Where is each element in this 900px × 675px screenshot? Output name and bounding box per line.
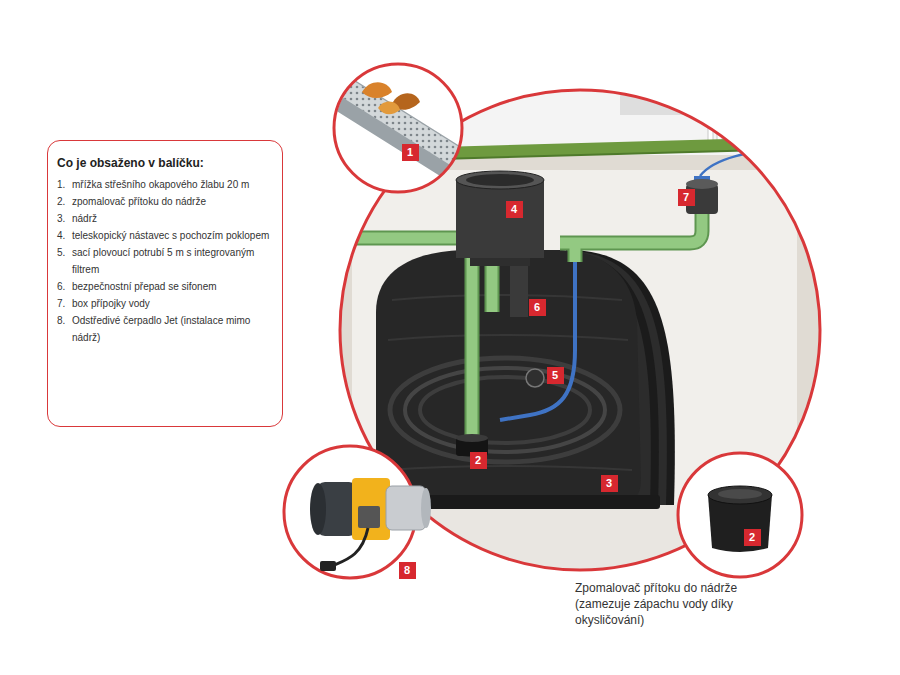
callout-number: 2: [470, 452, 487, 469]
callout-text: 8: [404, 562, 410, 579]
inflow-pipe: [320, 238, 472, 440]
callout-number: 5: [547, 367, 564, 384]
suction-hose: [500, 262, 575, 420]
fence-rail: [700, 118, 840, 122]
pump-cable: [332, 528, 368, 566]
list-item: 1.mřížka střešního okapového žlabu 20 m: [57, 176, 276, 193]
item-text: box přípojky vody: [72, 295, 276, 312]
list-item: 4.teleskopický nástavec s pochozím poklo…: [57, 227, 276, 244]
callout-text: 3: [606, 475, 612, 492]
list-item: 5.sací plovoucí potrubí 5 m s integrovan…: [57, 244, 276, 278]
water-box-lid: [686, 179, 718, 189]
callout-text: 6: [534, 299, 540, 316]
list-item: 6.bezpečnostní přepad se sifonem: [57, 278, 276, 295]
pump-plug: [320, 561, 336, 571]
callout-text: 4: [511, 201, 517, 218]
callout-number: 6: [529, 299, 546, 316]
pump-head-end: [421, 488, 431, 528]
float-filter: [526, 369, 544, 387]
callout-number: 7: [678, 189, 695, 206]
hose-coil: [405, 368, 605, 452]
callout-number: 3: [601, 475, 618, 492]
tank-body: [376, 250, 641, 505]
telescopic-shaft: [456, 180, 544, 258]
item-text: bezpečnostní přepad se sifonem: [72, 278, 276, 295]
shaft-lid: [456, 171, 544, 189]
item-number: 1.: [57, 176, 72, 193]
grille-holes: [343, 86, 461, 160]
item-number: 6.: [57, 278, 72, 295]
shaft-lid-inner: [466, 174, 534, 186]
house-wall: [620, 80, 840, 115]
callout-text: 1: [407, 144, 413, 161]
tank-texture: [392, 295, 622, 300]
inset-circle: [334, 64, 462, 192]
caption-text: Zpomalovač přítoku do nádrže (zamezuje z…: [575, 580, 780, 628]
hose-coil: [390, 358, 620, 462]
pump-housing: [352, 478, 390, 540]
item-text: teleskopický nástavec s pochozím poklope…: [72, 227, 276, 244]
pump-head: [386, 486, 426, 530]
contents-box: Co je obsaženo v balíčku: 1.mřížka střešn…: [47, 140, 283, 427]
tank-texture: [388, 335, 628, 340]
fence: [708, 108, 830, 142]
inflow-slower-top: [456, 434, 488, 442]
slower-rim: [708, 486, 772, 504]
pump-motor-end: [310, 483, 326, 535]
pump-switch-box: [358, 506, 380, 528]
tank-texture: [386, 466, 632, 470]
callout-text: 2: [475, 452, 481, 469]
slower-lid: [718, 489, 762, 499]
inflow-pipe: [320, 238, 472, 440]
gutter-grille: [343, 86, 461, 160]
callout-number: 1: [402, 144, 419, 161]
list-item: 8.Odstředivé čerpadlo Jet (instalace mim…: [57, 312, 276, 346]
inset-circle: [678, 453, 802, 577]
callout-text: 7: [683, 189, 689, 206]
item-number: 2.: [57, 193, 72, 210]
item-number: 3.: [57, 210, 72, 227]
item-number: 8.: [57, 312, 72, 346]
callout-text: 5: [552, 367, 558, 384]
list-item: 3.nádrž: [57, 210, 276, 227]
callout-number: 4: [506, 201, 523, 218]
hose-coil: [420, 377, 590, 443]
list-item: 7.box přípojky vody: [57, 295, 276, 312]
item-number: 5.: [57, 244, 72, 278]
item-text: nádrž: [72, 210, 276, 227]
box-heading: Co je obsaženo v balíčku:: [57, 155, 276, 172]
item-text: mřížka střešního okapového žlabu 20 m: [72, 176, 276, 193]
callout-text: 2: [749, 529, 755, 546]
garden-hose: [700, 138, 840, 176]
callout-number: 2: [744, 529, 761, 546]
leaf: [362, 82, 392, 98]
item-number: 7.: [57, 295, 72, 312]
inset-circle-border: [334, 64, 462, 192]
overflow-siphon: [510, 262, 528, 317]
item-number: 4.: [57, 227, 72, 244]
list-item: 2.zpomalovač přítoku do nádrže: [57, 193, 276, 210]
callout-number: 8: [399, 562, 416, 579]
item-text: sací plovoucí potrubí 5 m s integrovaným…: [72, 244, 276, 278]
gutter-group: [340, 82, 461, 166]
leaf: [378, 101, 400, 114]
item-text: Odstředivé čerpadlo Jet (instalace mimo …: [72, 312, 276, 346]
item-text: zpomalovač přítoku do nádrže: [72, 193, 276, 210]
